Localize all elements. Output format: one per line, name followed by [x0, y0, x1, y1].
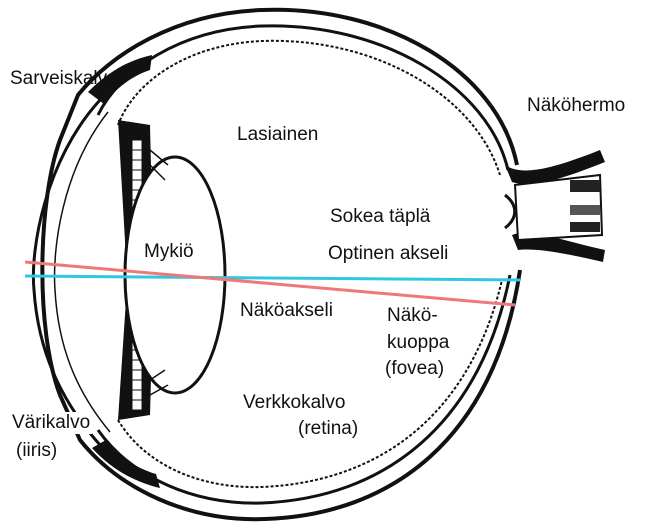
- label-optinen-akseli: Optinen akseli: [328, 243, 448, 265]
- optic-nerve-band-1: [570, 180, 600, 192]
- label-retina: (retina): [298, 418, 358, 440]
- label-nakoakseli: Näköakseli: [240, 300, 333, 322]
- label-nakohermo: Näköhermo: [527, 95, 625, 117]
- label-nakokuoppa-line2: kuoppa: [387, 332, 449, 354]
- label-mykio: Mykiö: [142, 241, 196, 263]
- label-verkkokalvo: Verkkokalvo: [243, 392, 345, 414]
- label-nakokuoppa-line3: (fovea): [385, 358, 444, 380]
- label-lasiainen: Lasiainen: [237, 124, 318, 146]
- optic-nerve-band-3: [570, 222, 600, 232]
- label-iiris: (iiris): [16, 440, 57, 462]
- optical-axis-line: [25, 276, 520, 280]
- label-sokea-tapla: Sokea täplä: [330, 206, 430, 228]
- label-nakokuoppa-line1: Näkö-: [387, 305, 438, 327]
- label-sarveiskalvo: Sarveiskalvo: [10, 68, 118, 90]
- blind-spot-notch: [505, 195, 515, 228]
- optic-nerve-band-2: [570, 205, 600, 215]
- cornea-inner: [55, 112, 110, 432]
- visual-axis-line: [25, 262, 515, 305]
- label-varikalvo: Värikalvo: [12, 412, 92, 434]
